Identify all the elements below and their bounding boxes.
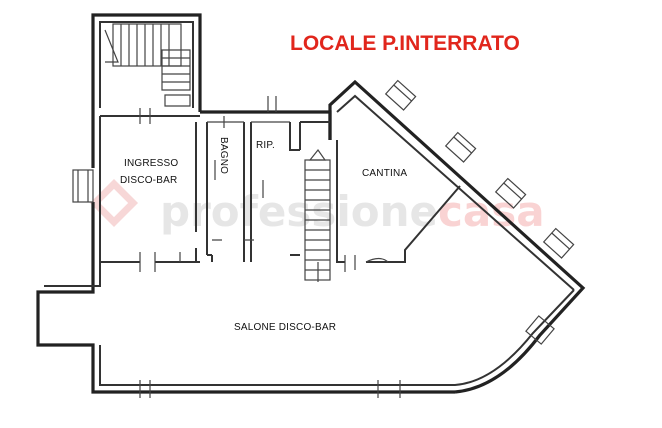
room-label-rip: RIP. — [256, 140, 275, 151]
room-label-cantina: CANTINA — [362, 168, 407, 179]
watermark-brand-a: professione — [160, 187, 438, 236]
door-marks — [139, 96, 401, 398]
plan-title: LOCALE P.INTERRATO — [290, 32, 520, 55]
windows — [72, 79, 575, 345]
stairs-top — [104, 23, 191, 107]
room-label-ingresso-2: DISCO-BAR — [120, 175, 177, 186]
room-label-salone: SALONE DISCO-BAR — [234, 322, 336, 333]
room-label-bagno: BAGNO — [218, 137, 229, 174]
watermark-logo-icon — [89, 178, 139, 228]
watermark-text: professionecasa — [160, 187, 545, 236]
watermark-brand-b: casa — [438, 187, 545, 236]
room-label-ingresso-1: INGRESSO — [124, 158, 178, 169]
interior-walls — [99, 116, 461, 263]
